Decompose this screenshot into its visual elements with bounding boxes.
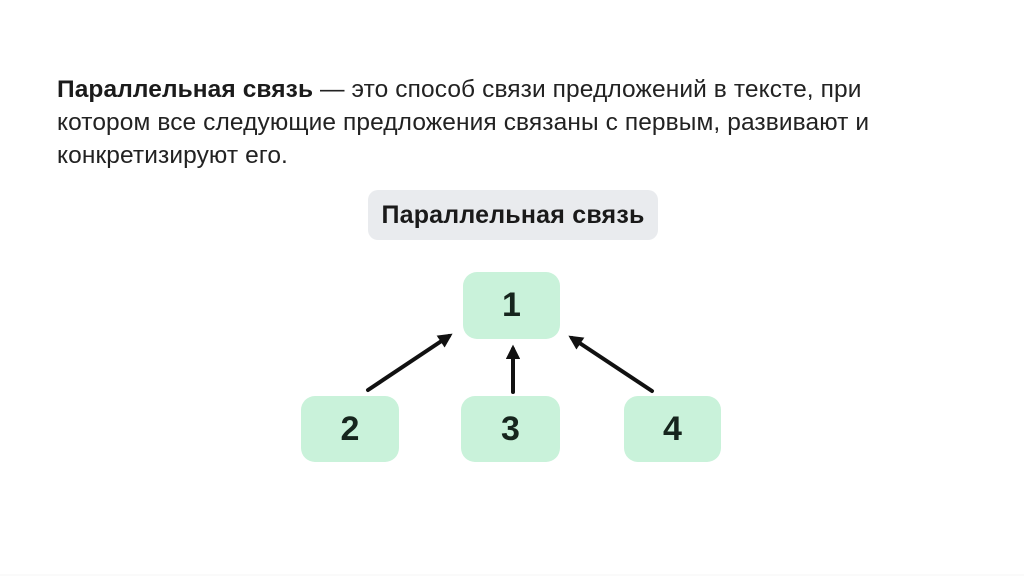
arrow-4-to-1: [568, 335, 654, 393]
definition-text: — это способ связи предложений в тексте,…: [57, 75, 870, 169]
arrow-2-to-1: [366, 333, 453, 392]
diagram-node-4: 4: [624, 396, 721, 462]
diagram-node-3: 3: [461, 396, 560, 462]
diagram-node-1: 1: [463, 272, 560, 339]
definition-paragraph: Параллельная связь — это способ связи пр…: [57, 73, 932, 172]
diagram-node-2: 2: [301, 396, 399, 462]
diagram-title-label: Параллельная связь: [368, 190, 658, 240]
definition-term: Параллельная связь: [57, 75, 314, 103]
